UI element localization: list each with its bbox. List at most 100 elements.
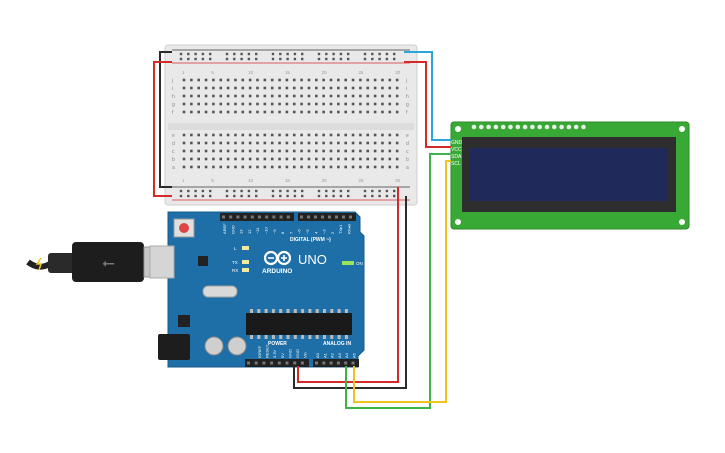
digital-pin-label: ~3: [322, 229, 327, 234]
rail-hole: [301, 189, 304, 193]
lcd-mount-hole: [679, 219, 685, 225]
crystal: [202, 285, 238, 298]
breadboard-hole: [285, 78, 289, 82]
lcd-header-pad: [486, 124, 491, 130]
breadboard-hole: [241, 157, 245, 161]
analog-pin-label: A4: [344, 352, 349, 358]
lcd-pin-vcc: VCC: [451, 147, 462, 153]
wire-vcc-to-lcd[interactable]: [404, 61, 451, 148]
breadboard-hole: [263, 157, 267, 161]
lcd-pin-scl: SCL: [451, 161, 461, 167]
lcd-header-pad: [559, 124, 564, 130]
breadboard-hole: [190, 141, 193, 145]
breadboard-hole: [256, 78, 259, 82]
wire-gnd-to-lcd[interactable]: [404, 51, 451, 141]
breadboard-hole: [351, 102, 355, 106]
breadboard-hole: [190, 94, 193, 98]
rail-hole: [325, 52, 328, 56]
mcu-leg: [257, 335, 261, 339]
breadboard-hole: [204, 165, 208, 169]
rail-hole: [255, 52, 258, 56]
breadboard-hole: [329, 86, 333, 90]
breadboard-hole: [307, 165, 311, 169]
column-label: 1: [182, 70, 185, 75]
breadboard-hole: [344, 78, 347, 82]
breadboard-hole: [182, 165, 186, 169]
analog-pin-label: A1: [322, 352, 327, 358]
breadboard-hole: [315, 157, 318, 161]
breadboard-hole: [351, 78, 355, 82]
lcd-header-pad: [471, 124, 477, 130]
breadboard-hole: [329, 165, 333, 169]
row-letter-h: h: [406, 94, 409, 100]
header-pin-hole: [262, 361, 266, 365]
usb-cable[interactable]: ⭠: [26, 242, 171, 282]
breadboard-hole: [278, 141, 281, 145]
breadboard-hole: [263, 110, 267, 114]
breadboard-hole: [226, 94, 230, 98]
led-rx: [242, 268, 249, 272]
rail-hole: [332, 57, 335, 61]
wire-scl[interactable]: [353, 160, 451, 403]
wire-gnd[interactable]: [293, 196, 407, 389]
led-tx-label: TX: [232, 260, 238, 265]
wire-rail-black-left[interactable]: [159, 51, 172, 188]
breadboard-hole: [234, 86, 237, 90]
breadboard-hole: [292, 133, 296, 137]
breadboard-hole: [351, 157, 355, 161]
voltage-regulator: [178, 315, 190, 327]
breadboard-hole: [190, 86, 193, 90]
lcd-module[interactable]: GND VCC SDA SCL: [450, 121, 690, 230]
rail-hole: [385, 189, 389, 193]
column-label: 5: [211, 70, 214, 75]
breadboard-hole: [315, 110, 318, 114]
digital-pin-label: TX▸1: [338, 224, 343, 234]
breadboard-hole: [359, 141, 362, 145]
column-label: 20: [322, 178, 328, 183]
breadboard-hole: [292, 102, 296, 106]
rail-hole: [363, 189, 367, 193]
mcu-leg: [286, 309, 290, 313]
reset-button-cap[interactable]: [179, 223, 189, 233]
rail-hole: [187, 189, 190, 193]
rail-hole: [247, 194, 251, 198]
mcu-leg: [264, 335, 268, 339]
breadboard-hole: [241, 102, 245, 106]
breadboard-hole: [197, 94, 200, 98]
breadboard-hole: [182, 157, 186, 161]
led-l: [242, 246, 249, 250]
wire-rail-red-left[interactable]: [153, 61, 172, 197]
microcontroller-pins: [250, 309, 348, 339]
rail-hole: [385, 57, 389, 61]
digital-pin-label: ~5: [305, 229, 310, 234]
wire-sda[interactable]: [345, 153, 451, 409]
rail-hole: [393, 194, 396, 198]
breadboard-hole: [219, 157, 223, 161]
breadboard-hole: [263, 102, 267, 106]
breadboard-hole: [351, 110, 355, 114]
breadboard-hole: [344, 133, 347, 137]
breadboard-hole: [359, 157, 362, 161]
breadboard-hole: [322, 110, 325, 114]
wire-5v[interactable]: [297, 187, 399, 383]
rail-hole: [233, 194, 236, 198]
row-letter-j: j: [405, 78, 407, 84]
breadboard-hole: [395, 94, 399, 98]
breadboard-hole: [329, 78, 333, 82]
header-pin-hole: [236, 215, 240, 219]
breadboard-hole: [182, 133, 186, 137]
breadboard-hole: [315, 78, 318, 82]
breadboard-hole: [381, 102, 384, 106]
rail-hole: [317, 194, 321, 198]
rail-hole: [194, 194, 197, 198]
rail-hole: [339, 189, 343, 193]
lcd-header-pads: [471, 124, 586, 130]
breadboard-hole: [241, 165, 245, 169]
header-pin-hole: [250, 215, 254, 219]
breadboard-hole: [315, 102, 318, 106]
capacitor: [227, 336, 247, 356]
mcu-leg: [293, 335, 297, 339]
